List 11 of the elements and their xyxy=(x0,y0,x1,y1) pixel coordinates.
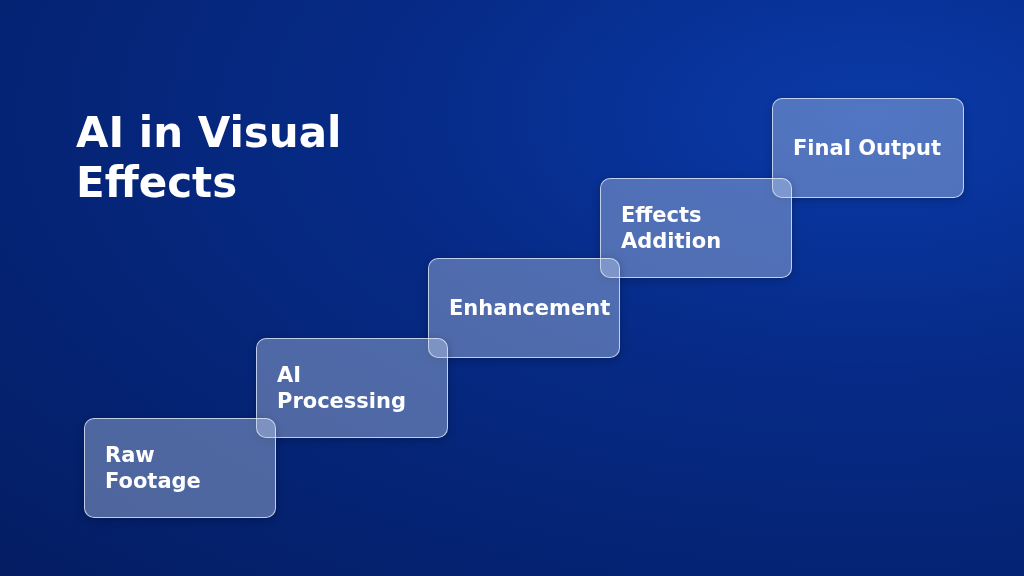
step-label: Raw Footage xyxy=(105,441,202,495)
step-label: Enhancement xyxy=(449,294,611,322)
step-label: Effects Addition xyxy=(621,201,723,255)
step-label: AI Processing xyxy=(277,361,408,415)
step-box xyxy=(600,178,792,278)
step-label: Final Output xyxy=(793,134,942,162)
step-box xyxy=(256,338,448,438)
title: AI in Visual Effects xyxy=(76,108,343,209)
step-box xyxy=(84,418,276,518)
step-box xyxy=(428,258,620,358)
step-box xyxy=(772,98,964,198)
